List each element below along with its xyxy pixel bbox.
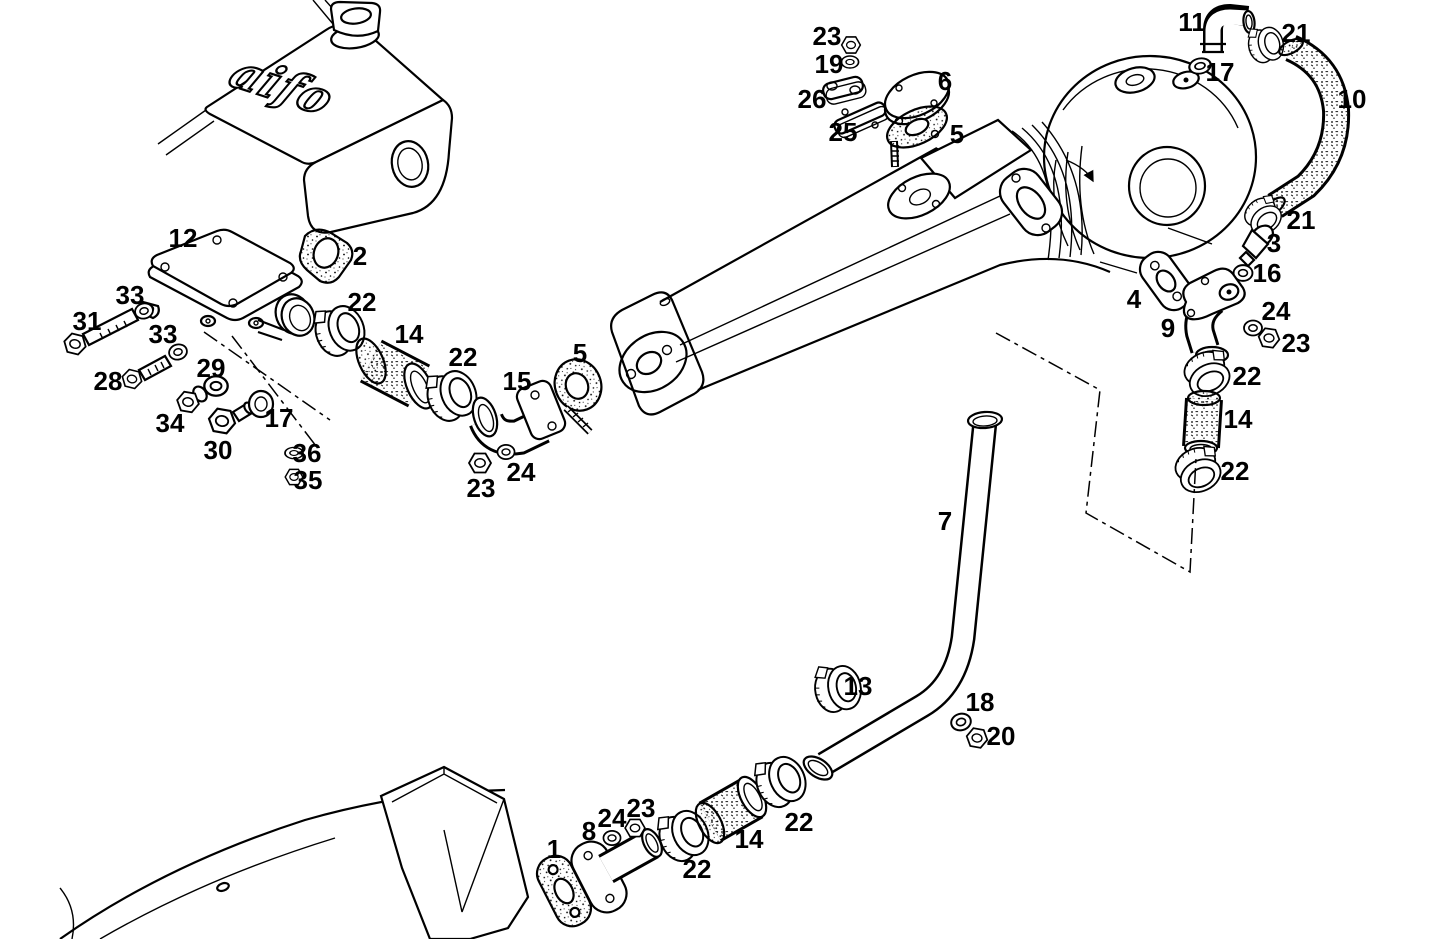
vent-pipe-7 [802, 410, 1004, 781]
callout-labels: 2319262565111721102131624234922142212222… [73, 7, 1367, 884]
callout-34: 34 [156, 408, 185, 438]
turbo-top-boss [1114, 66, 1156, 94]
callout-22: 22 [348, 287, 377, 317]
oil-filler-cap [329, 0, 382, 50]
breather-tube-8 [570, 828, 663, 914]
callout-30: 30 [204, 435, 233, 465]
bolt-31 [61, 307, 140, 357]
callout-22: 22 [683, 854, 712, 884]
nut-23-left [468, 452, 492, 474]
callout-25: 25 [829, 117, 858, 147]
callout-31: 31 [73, 306, 102, 336]
callout-1: 1 [547, 834, 561, 864]
callout-20: 20 [987, 721, 1016, 751]
washer-19 [840, 55, 860, 69]
callout-24: 24 [1262, 296, 1291, 326]
stud-threads [567, 407, 589, 428]
callout-22: 22 [785, 807, 814, 837]
callout-14: 14 [395, 319, 424, 349]
gasket-2 [298, 228, 354, 284]
callout-13: 13 [844, 671, 873, 701]
callout-12: 12 [169, 223, 198, 253]
gasket-5-top [886, 105, 948, 149]
duct-top-pad [887, 172, 951, 220]
clamp-block-26 [822, 75, 867, 105]
callout-16: 16 [1253, 258, 1282, 288]
callout-5: 5 [950, 119, 964, 149]
gasket-1 [535, 854, 593, 928]
callout-2: 2 [353, 241, 367, 271]
callout-4: 4 [1127, 284, 1142, 314]
callout-21: 21 [1282, 18, 1311, 48]
callout-26: 26 [798, 84, 827, 114]
valve-cover: aifo [157, 0, 454, 234]
callout-23: 23 [467, 473, 496, 503]
assembly-direction-arrow [1065, 159, 1094, 183]
callout-15: 15 [503, 366, 532, 396]
callout-19: 19 [815, 49, 844, 79]
callout-36: 36 [293, 438, 322, 468]
breather-hose-14-a [355, 337, 435, 410]
inlet-coupling [998, 121, 1094, 261]
callout-6: 6 [938, 66, 952, 96]
engine-block [59, 765, 530, 939]
elbow-fitting-11 [1200, 3, 1256, 54]
callout-7: 7 [938, 506, 952, 536]
nut-23-top [840, 36, 862, 54]
cover-port-hole [390, 140, 430, 188]
callout-35: 35 [294, 465, 323, 495]
gasket-5-left [553, 358, 603, 435]
callout-14: 14 [1224, 404, 1253, 434]
callout-23: 23 [627, 793, 656, 823]
plug-34 [174, 385, 208, 415]
callout-29: 29 [197, 353, 226, 383]
washer-24-turbo [1243, 319, 1263, 337]
callout-11: 11 [1178, 7, 1206, 37]
callout-17: 17 [265, 403, 294, 433]
callout-22: 22 [1221, 456, 1250, 486]
callout-18: 18 [966, 687, 995, 717]
duct-end-flange [618, 330, 688, 394]
callout-22: 22 [449, 342, 478, 372]
breather-bracket [139, 228, 316, 342]
callout-3: 3 [1267, 228, 1281, 258]
turbocharger [1042, 54, 1258, 260]
washer-17-left [247, 389, 275, 419]
breather-hose-14-c [694, 775, 768, 845]
callout-33: 33 [116, 280, 145, 310]
callout-28: 28 [94, 366, 123, 396]
callout-8: 8 [582, 816, 596, 846]
bolt-28 [119, 354, 173, 391]
washer-24-bottom [602, 830, 622, 846]
leader-lines [203, 227, 1213, 574]
callout-5: 5 [573, 338, 587, 368]
breather-hose-14-b [1182, 389, 1223, 457]
callout-17: 17 [1206, 57, 1235, 87]
drain-elbow-9 [1182, 267, 1246, 365]
callout-24: 24 [507, 457, 536, 487]
callout-21: 21 [1287, 205, 1316, 235]
callout-22: 22 [1233, 361, 1262, 391]
callout-33: 33 [149, 319, 178, 349]
callout-9: 9 [1161, 313, 1175, 343]
callout-23: 23 [1282, 328, 1311, 358]
intake-duct [610, 118, 1111, 416]
breather-hose-10 [1262, 35, 1351, 218]
callout-23: 23 [813, 21, 842, 51]
callout-14: 14 [735, 824, 764, 854]
callout-24: 24 [598, 803, 627, 833]
elbow-pipe-15 [469, 379, 567, 456]
nut-20 [964, 726, 990, 750]
callout-10: 10 [1338, 84, 1367, 114]
